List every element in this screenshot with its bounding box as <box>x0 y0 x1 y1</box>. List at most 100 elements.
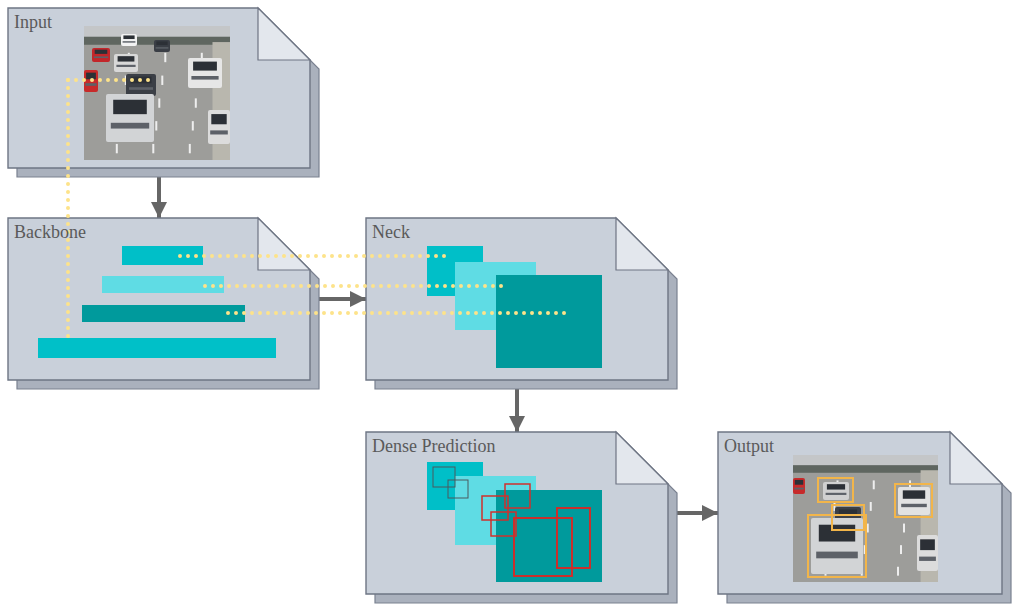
feature-map <box>496 275 602 368</box>
car-body <box>121 34 137 46</box>
car <box>114 54 138 72</box>
car-window <box>95 50 108 54</box>
page-face <box>8 8 310 168</box>
dotted-guide <box>228 311 568 315</box>
car <box>208 110 230 144</box>
car-body <box>898 487 930 515</box>
car-grille <box>919 557 936 561</box>
car-window <box>827 484 845 489</box>
car <box>121 34 137 46</box>
car-body <box>106 94 154 142</box>
stage-heading: Neck <box>372 223 410 243</box>
car-body <box>126 74 156 96</box>
treeline <box>793 465 938 473</box>
car <box>126 74 156 96</box>
car-window <box>193 62 217 71</box>
car-grille <box>85 83 96 86</box>
lane-mark <box>152 144 154 153</box>
car-window <box>113 100 147 114</box>
car-window <box>211 114 226 124</box>
car-body <box>793 478 805 494</box>
page-fold <box>258 8 310 60</box>
car-body <box>811 518 863 574</box>
car-window <box>903 490 925 498</box>
detection-box <box>895 484 932 517</box>
page-face <box>718 432 1002 594</box>
car-grille <box>111 123 149 129</box>
lane-mark <box>158 98 160 107</box>
stage-heading: Output <box>724 437 774 457</box>
anchor-box <box>557 508 590 568</box>
lane-mark <box>897 567 899 576</box>
feature-bar <box>38 338 276 358</box>
lane-mark <box>155 121 157 130</box>
car-grille <box>826 493 847 495</box>
feature-bar <box>82 305 245 322</box>
anchor-box <box>482 496 508 520</box>
page-fold <box>258 218 310 270</box>
lane-mark <box>116 144 118 153</box>
car-grille <box>191 76 218 80</box>
car-grille <box>94 56 108 58</box>
car-grille <box>901 504 927 507</box>
stage-heading: Input <box>14 13 52 33</box>
lane-mark <box>164 53 166 62</box>
page-face <box>366 218 668 380</box>
car-body <box>208 110 230 144</box>
car <box>898 487 930 515</box>
dotted-guide <box>205 284 505 288</box>
dotted-guide <box>68 78 155 82</box>
detection-box <box>832 505 864 530</box>
lane-mark <box>192 121 194 130</box>
feature-bar <box>122 246 203 265</box>
car <box>154 40 170 52</box>
page-face <box>366 432 668 594</box>
road <box>793 455 938 582</box>
car-body <box>114 54 138 72</box>
car-grille <box>156 47 169 48</box>
car-window <box>795 480 803 485</box>
car-window <box>819 525 855 542</box>
lane-mark <box>189 144 191 153</box>
lane-mark <box>873 480 875 489</box>
road-photo <box>84 26 230 160</box>
page-fold <box>616 432 668 484</box>
car-window <box>123 35 134 39</box>
dotted-guide <box>66 80 70 343</box>
page-face <box>8 218 310 380</box>
lane-mark <box>900 545 902 554</box>
road <box>84 26 230 160</box>
detection-box <box>818 478 853 502</box>
car-grille <box>210 130 228 134</box>
car-grille <box>116 65 135 67</box>
anchor-box <box>491 512 516 536</box>
car-body <box>92 48 110 62</box>
car <box>188 58 222 88</box>
car-body <box>154 40 170 52</box>
car <box>106 94 154 142</box>
car-body <box>823 482 849 500</box>
car <box>917 535 938 571</box>
dotted-guide <box>180 254 445 258</box>
car <box>811 518 863 574</box>
lane-mark <box>903 524 905 533</box>
car <box>823 482 849 500</box>
car-body <box>917 535 938 571</box>
page-fold <box>616 218 668 270</box>
detection-box <box>808 515 866 577</box>
anchor-box <box>448 480 468 498</box>
road-photo <box>793 455 938 582</box>
car-window <box>118 56 135 61</box>
page-fold <box>950 432 1002 484</box>
lane-mark <box>870 502 872 511</box>
car-grille <box>816 552 858 559</box>
stage-heading: Dense Prediction <box>372 437 495 457</box>
car-grille <box>129 87 153 90</box>
car-window <box>86 73 96 80</box>
car <box>793 478 805 494</box>
car-window <box>156 41 167 45</box>
car-grille <box>123 41 136 42</box>
lane-mark <box>195 98 197 107</box>
